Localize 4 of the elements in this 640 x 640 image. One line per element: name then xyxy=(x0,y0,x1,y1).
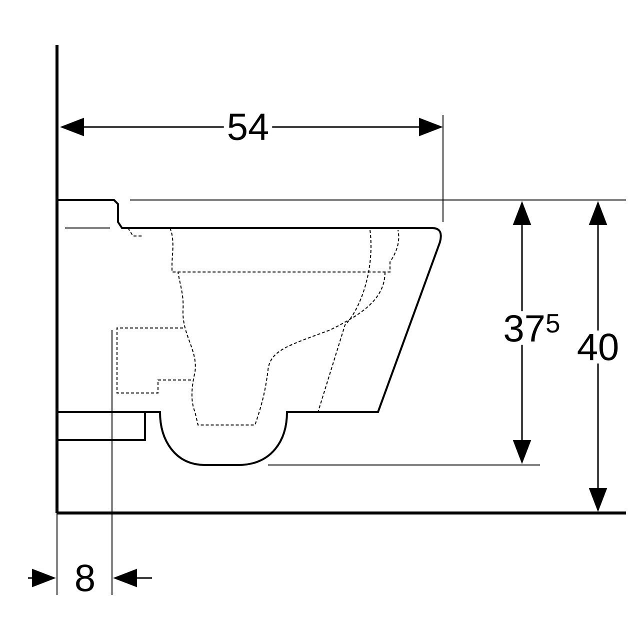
dimension-label: 40 xyxy=(574,330,622,364)
dimension-label: 37$^{5}$ xyxy=(500,311,564,345)
dimension-label: 54 xyxy=(224,110,272,144)
dimension-label: 8 xyxy=(71,562,99,594)
